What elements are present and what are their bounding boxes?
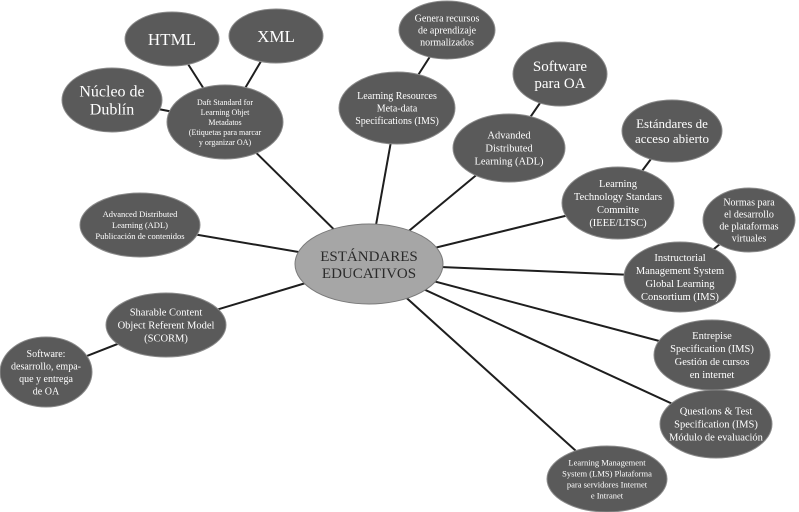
node-ieee-ltsc-label-line: (IEEE/LTSC): [589, 218, 647, 229]
node-learning-resources-shape: [338, 71, 456, 145]
node-enterprise-spec-label-line: Gestión de cursos: [675, 357, 750, 368]
node-learning-resources: Learning ResourcesMeta-dataSpecification…: [338, 71, 456, 145]
node-software-desarrollo-label-line: que y entrega: [19, 374, 73, 385]
node-daft-standard-shape: [166, 84, 284, 160]
node-enterprise-spec-label-line: Entrepise: [692, 331, 732, 342]
node-genera-recursos-label-line: de aprendizaje: [418, 26, 477, 37]
node-ieee-ltsc-label-line: Committe: [597, 205, 639, 216]
node-xml-label-line: XML: [257, 27, 295, 46]
node-center-shape: [294, 223, 444, 305]
node-questions-test-label-line: Módulo de evaluación: [669, 433, 764, 444]
node-html-shape: [124, 11, 220, 67]
node-ims-global-label-line: Instructorial: [654, 253, 705, 264]
node-adl-advanded-shape: [452, 113, 566, 183]
node-adl-publicacion-shape: [79, 192, 201, 258]
node-adl-publicacion-label-line: Advanced Distributed: [103, 209, 179, 219]
connector-center-questions-test: [368, 263, 717, 425]
node-lms-label-line: e Intranet: [591, 490, 624, 500]
node-scorm-label-line: Object Referent Model: [118, 321, 215, 332]
node-lms-label-line: para servidores Internet: [567, 479, 648, 489]
node-lms-shape: [546, 445, 668, 512]
node-questions-test-shape: [659, 389, 773, 459]
node-software-desarrollo-label-line: de OA: [33, 386, 60, 397]
node-ieee-ltsc-label-line: Technology Standars: [574, 192, 662, 203]
node-software-desarrollo-label-line: Software:: [27, 349, 66, 360]
node-xml: XML: [228, 8, 324, 64]
node-software-desarrollo-shape: [0, 336, 93, 408]
node-ims-global-shape: [623, 241, 737, 313]
node-center-label-line: ESTÁNDARES: [320, 248, 418, 265]
node-daft-standard-label-line: Learning Objet: [201, 108, 250, 117]
node-ieee-ltsc-label-line: Learning: [599, 179, 638, 190]
node-questions-test-label-line: Specification (IMS): [674, 420, 758, 431]
node-ims-global-label-line: Management System: [636, 266, 724, 277]
node-learning-resources-label-line: Learning Resources: [357, 91, 437, 102]
node-genera-recursos-shape: [398, 0, 496, 60]
node-ims-global-label-line: Global Learning: [645, 279, 715, 290]
node-normas-plataformas-label-line: virtuales: [732, 234, 767, 245]
node-estandares-acceso-label-line: acceso abierto: [635, 131, 709, 146]
connector-center-lms: [368, 263, 608, 480]
node-normas-plataformas-shape: [702, 187, 796, 253]
node-scorm-label-line: (SCORM): [144, 334, 188, 345]
node-software-desarrollo: Software:desarrollo, empa-que y entregad…: [0, 336, 93, 408]
node-scorm-label-line: Sharable Content: [130, 308, 203, 319]
node-daft-standard-label-line: y organizar OA): [199, 138, 252, 147]
node-daft-standard-label-line: (Etiquetas para marcar: [189, 128, 262, 137]
node-estandares-acceso-label-line: Estándares de: [636, 116, 708, 131]
node-software-oa-label-line: para OA: [534, 76, 585, 92]
node-adl-publicacion-label-line: Learning (ADL): [112, 220, 168, 230]
node-software-oa-shape: [512, 41, 608, 107]
node-ieee-ltsc-shape: [561, 166, 675, 240]
node-enterprise-spec-label-line: Specification (IMS): [670, 344, 754, 355]
node-lms-label-line: System (LMS) Plataforma: [562, 468, 652, 478]
node-adl-publicacion-label-line: Publicación de contenidos: [95, 231, 184, 241]
node-software-oa-label-line: Software: [533, 59, 587, 75]
node-normas-plataformas-label-line: Normas para: [723, 198, 775, 209]
node-daft-standard-label-line: Metadatos: [208, 118, 241, 127]
node-genera-recursos-label-line: normalizados: [420, 38, 474, 49]
node-learning-resources-label-line: Specifications (IMS): [355, 116, 439, 127]
node-adl-advanded-label-line: Distributed: [485, 144, 533, 155]
node-xml-shape: [228, 8, 324, 64]
node-ims-global-label-line: Consortium (IMS): [641, 292, 719, 303]
node-software-desarrollo-label-line: desarrollo, empa-: [11, 361, 81, 372]
node-estandares-acceso-shape: [621, 99, 723, 163]
node-adl-advanded-label-line: Advanded: [487, 131, 531, 142]
node-nucleo-dublin-shape: [61, 67, 163, 133]
node-normas-plataformas-label-line: el desarrollo: [724, 210, 774, 221]
node-scorm-shape: [105, 292, 227, 358]
node-normas-plataformas-label-line: de plataformas: [719, 222, 778, 233]
node-center-label-line: EDUCATIVOS: [322, 266, 416, 282]
node-daft-standard-label-line: Daft Standard for: [197, 98, 253, 107]
node-html: HTML: [124, 11, 220, 67]
node-adl-advanded-label-line: Learning (ADL): [474, 157, 544, 168]
node-html-label-line: HTML: [148, 30, 196, 49]
node-learning-resources-label-line: Meta-data: [377, 104, 418, 115]
node-nucleo-dublin-label-line: Dublín: [90, 102, 134, 119]
node-lms-label-line: Learning Management: [568, 457, 646, 467]
node-questions-test-label-line: Questions & Test: [680, 407, 753, 418]
node-enterprise-spec-label-line: en internet: [690, 370, 735, 381]
node-nucleo-dublin-label-line: Núcleo de: [79, 84, 144, 101]
node-genera-recursos-label-line: Genera recursos: [415, 14, 480, 25]
